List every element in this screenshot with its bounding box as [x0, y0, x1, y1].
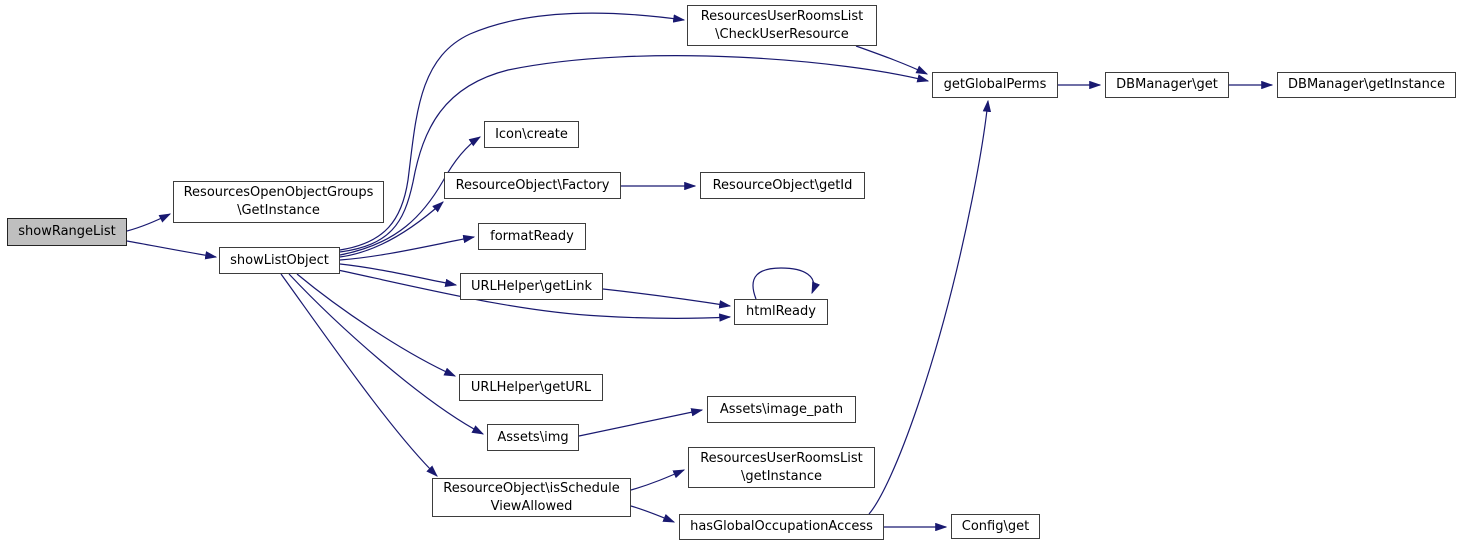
node-formatReady[interactable]: formatReady: [478, 223, 586, 250]
node-URLHelper-getURL[interactable]: URLHelper\getURL: [459, 374, 603, 401]
node-Config-get[interactable]: Config\get: [951, 514, 1040, 539]
edge-URLHelper-getLink--htmlReady: [602, 288, 732, 309]
edge-ResourceObject-isScheduleViewAllowed--ResourcesUserRoomsList-getInstance: [630, 469, 686, 491]
node-DBManager-getInstance[interactable]: DBManager\getInstance: [1277, 72, 1456, 98]
node-ResourcesUserRoomsList-CheckUserResource[interactable]: ResourcesUserRoomsList \CheckUserResourc…: [687, 5, 877, 46]
edge-showListObject--formatReady: [339, 234, 476, 261]
edge-showRangeList--showListObject: [126, 240, 218, 260]
edge-ResourcesUserRoomsList-CheckUserResource--getGlobalPerms: [855, 45, 929, 75]
edge-htmlReady--htmlReady: [752, 267, 820, 300]
node-showListObject[interactable]: showListObject: [219, 247, 340, 274]
edge-showListObject--URLHelper-getURL: [296, 273, 457, 377]
edge-showListObject--Assets-img: [288, 273, 485, 435]
node-showRangeList: showRangeList: [7, 218, 127, 246]
edge-showListObject--ResourceObject-isScheduleViewAllowed: [280, 273, 438, 477]
node-ResourceObject-Factory[interactable]: ResourceObject\Factory: [444, 172, 621, 199]
node-ResourceObject-getId[interactable]: ResourceObject\getId: [700, 172, 865, 199]
node-hasGlobalOccupationAccess[interactable]: hasGlobalOccupationAccess: [679, 514, 884, 540]
edge-Assets-img--Assets-image_path: [578, 408, 704, 437]
node-ResourceObject-isScheduleViewAllowed[interactable]: ResourceObject\isSchedule ViewAllowed: [432, 478, 631, 517]
edge-showListObject--getGlobalPerms: [339, 55, 930, 253]
edge-hasGlobalOccupationAccess--getGlobalPerms: [868, 99, 992, 515]
node-ResourcesUserRoomsList-getInstance[interactable]: ResourcesUserRoomsList \getInstance: [688, 447, 875, 488]
node-ResourcesOpenObjectGroups-GetInstance[interactable]: ResourcesOpenObjectGroups \GetInstance: [173, 181, 384, 223]
node-getGlobalPerms[interactable]: getGlobalPerms: [932, 72, 1058, 98]
node-Icon-create[interactable]: Icon\create: [484, 121, 579, 148]
edge-showListObject--URLHelper-getLink: [339, 263, 458, 288]
edge-showRangeList--ResourcesOpenObjectGroups-GetInstance: [126, 213, 172, 232]
node-Assets-image_path[interactable]: Assets\image_path: [707, 396, 856, 423]
edge-ResourceObject-isScheduleViewAllowed--hasGlobalOccupationAccess: [630, 505, 676, 523]
node-URLHelper-getLink[interactable]: URLHelper\getLink: [460, 273, 603, 300]
node-Assets-img[interactable]: Assets\img: [487, 424, 579, 451]
node-DBManager-get[interactable]: DBManager\get: [1105, 72, 1229, 98]
node-htmlReady[interactable]: htmlReady: [734, 299, 828, 325]
